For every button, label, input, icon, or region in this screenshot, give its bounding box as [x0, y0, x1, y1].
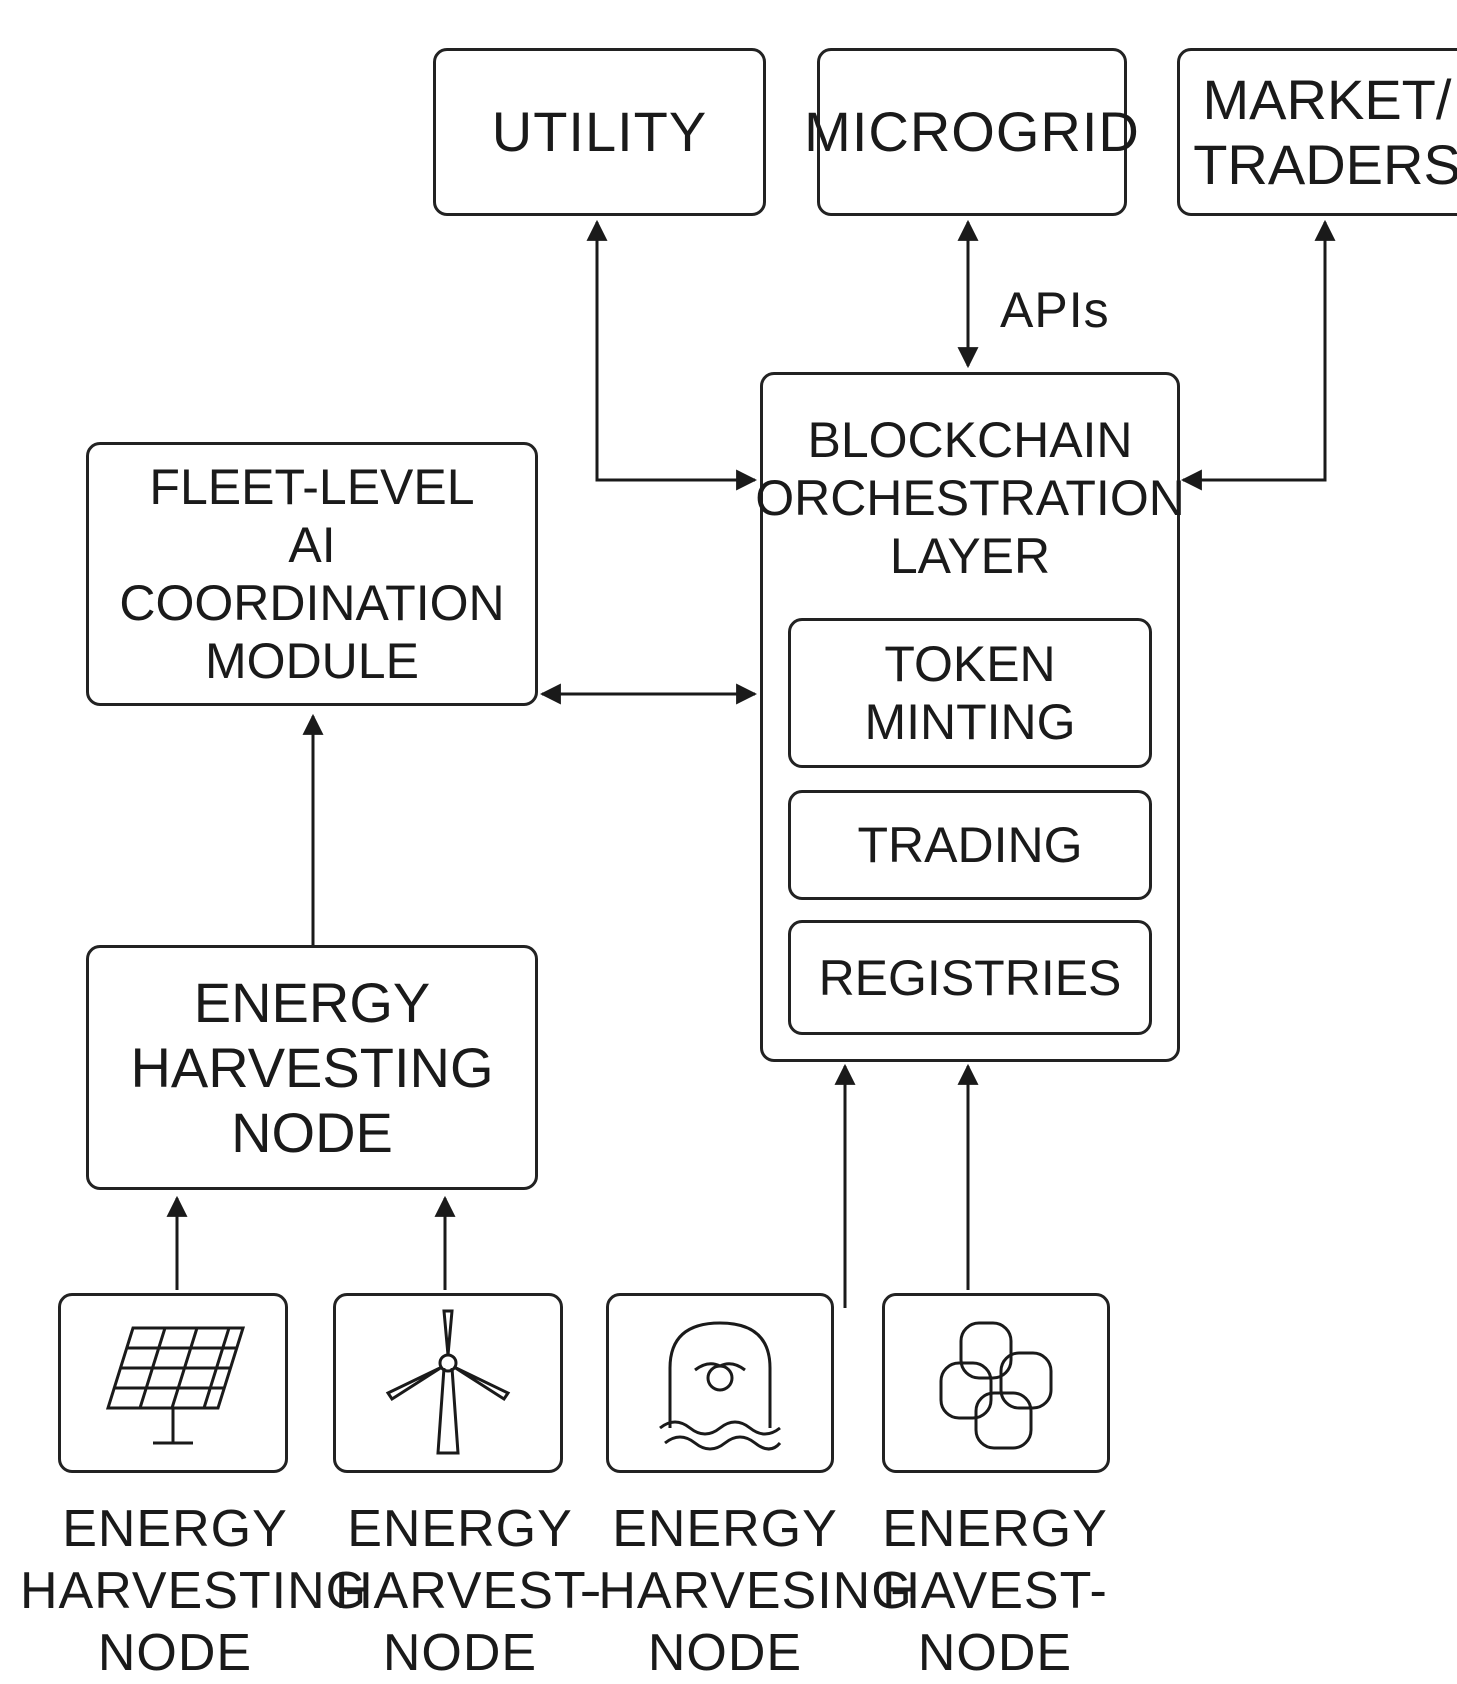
blockchain-title-line3: LAYER [755, 527, 1185, 585]
node-label-line1: ENERGY [130, 970, 493, 1035]
energy-harvesting-node-box: ENERGY HARVESTING NODE [86, 945, 538, 1190]
trading-box: TRADING [788, 790, 1152, 900]
market-blockchain-arrow [1183, 222, 1325, 480]
node-label-line2: HARVESTING [130, 1035, 493, 1100]
market-traders-box: MARKET/ TRADERS [1177, 48, 1457, 216]
biomass-icon [916, 1308, 1076, 1458]
utility-box: UTILITY [433, 48, 766, 216]
blockchain-title-line2: ORCHESTRATION [755, 469, 1185, 527]
biomass-node-box [882, 1293, 1110, 1473]
token-label-line2: MINTING [864, 693, 1075, 751]
solar-node-box [58, 1293, 288, 1473]
utility-label: UTILITY [492, 98, 707, 165]
token-minting-box: TOKEN MINTING [788, 618, 1152, 768]
fleet-label-line2: AI COORDINATION [89, 516, 535, 632]
fleet-label-line1: FLEET-LEVEL [89, 458, 535, 516]
registries-label: REGISTRIES [819, 949, 1122, 1007]
source-caption-1: ENERGY HARVESTING NODE [20, 1498, 330, 1684]
microgrid-label: MICROGRID [804, 98, 1140, 165]
market-label-line2: TRADERS [1193, 132, 1457, 197]
blockchain-title-line1: BLOCKCHAIN [755, 411, 1185, 469]
market-label-line1: MARKET/ [1193, 67, 1457, 132]
wave-energy-icon [640, 1308, 800, 1458]
source-caption-2: ENERGY HARVEST- NODE [335, 1498, 585, 1684]
utility-blockchain-arrow [597, 222, 755, 480]
source-caption-3: ENERGY -HARVESING NODE [580, 1498, 870, 1684]
solar-panel-icon [93, 1308, 253, 1458]
registries-box: REGISTRIES [788, 920, 1152, 1035]
apis-label: APIs [1000, 280, 1110, 340]
wind-turbine-icon [368, 1303, 528, 1463]
microgrid-box: MICROGRID [817, 48, 1127, 216]
wave-node-box [606, 1293, 834, 1473]
fleet-label-line3: MODULE [89, 632, 535, 690]
wind-node-box [333, 1293, 563, 1473]
source-caption-4: ENERGY HAVEST- NODE [880, 1498, 1110, 1684]
fleet-ai-module-box: FLEET-LEVEL AI COORDINATION MODULE [86, 442, 538, 706]
trading-label: TRADING [858, 816, 1083, 874]
node-label-line3: NODE [130, 1100, 493, 1165]
token-label-line1: TOKEN [864, 635, 1075, 693]
